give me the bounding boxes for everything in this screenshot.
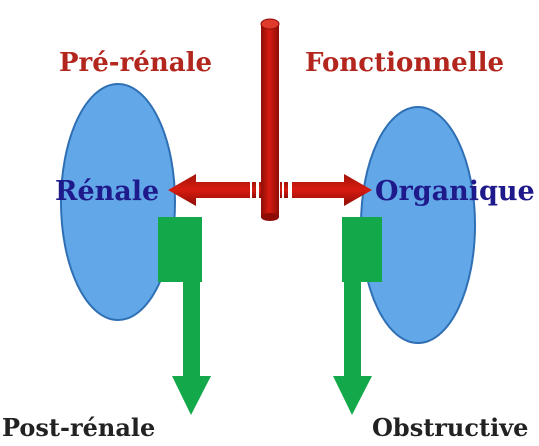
left-ureter-block xyxy=(158,217,202,282)
label-pre-renale: Pré-rénale xyxy=(59,48,212,78)
label-organique: Organique xyxy=(375,176,535,207)
label-renale: Rénale xyxy=(55,176,159,207)
aorta-vessel xyxy=(261,19,279,221)
label-obstructive: Obstructive xyxy=(372,413,528,442)
label-fonctionnelle: Fonctionnelle xyxy=(305,48,504,78)
right-ureter-block xyxy=(342,217,382,282)
label-post-renale: Post-rénale xyxy=(2,413,155,442)
left-ureter-arrow xyxy=(172,282,211,415)
right-ureter-arrow xyxy=(333,282,372,415)
